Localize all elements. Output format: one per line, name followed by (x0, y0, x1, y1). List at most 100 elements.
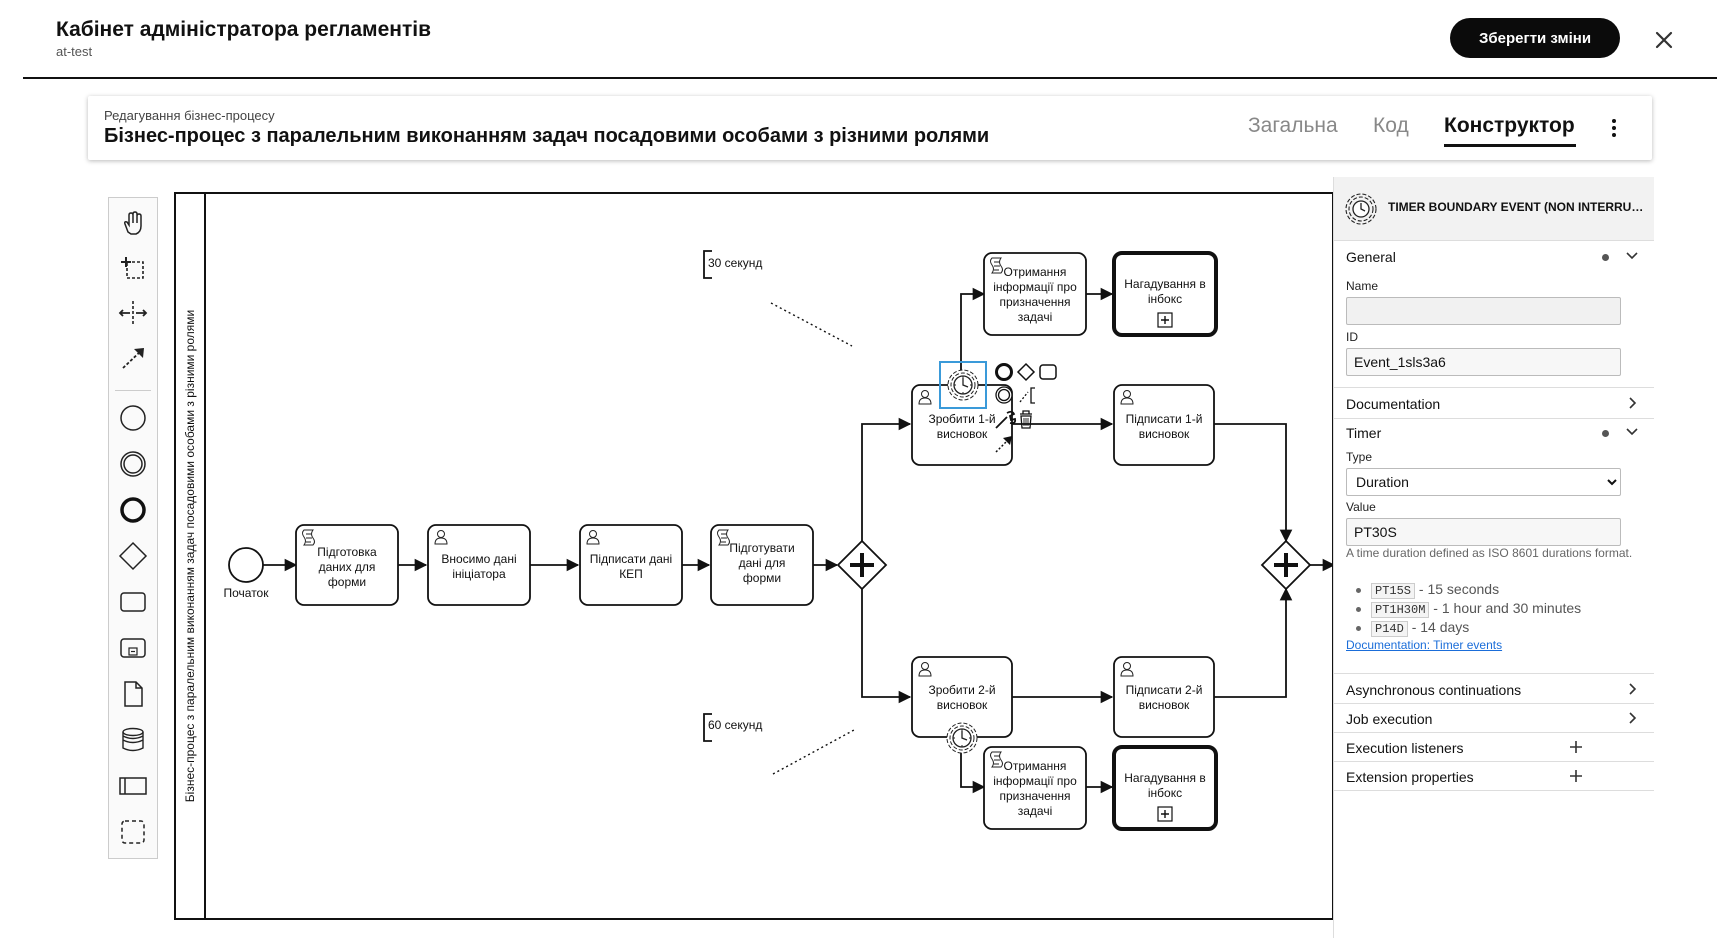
breadcrumb: Редагування бізнес-процесу (104, 108, 275, 123)
gateway-icon[interactable] (118, 541, 148, 571)
data-store-icon[interactable] (118, 725, 148, 755)
tab-general[interactable]: Загальна (1248, 114, 1338, 137)
chevron-down-icon[interactable] (1624, 248, 1640, 264)
parallel-gateway-join[interactable] (1260, 539, 1312, 591)
add-icon[interactable] (1568, 768, 1584, 784)
timer-value-label: Value (1346, 500, 1376, 514)
top-bar: Кабінет адміністратора регламентів at-te… (0, 0, 1728, 78)
timer-documentation-link[interactable]: Documentation: Timer events (1346, 638, 1503, 652)
app-title: Кабінет адміністратора регламентів (56, 18, 431, 41)
divider (1334, 703, 1654, 704)
example-item: PT1H30M - 1 hour and 30 minutes (1356, 600, 1582, 618)
example-code: P14D (1371, 621, 1408, 637)
chevron-down-icon[interactable] (1624, 424, 1640, 440)
timer-event-icon (1345, 193, 1377, 225)
delete-trash-icon[interactable] (1020, 410, 1032, 429)
task-icon[interactable] (118, 587, 148, 617)
divider (1334, 387, 1654, 388)
section-documentation-header[interactable]: Documentation (1334, 388, 1654, 418)
example-code: PT1H30M (1371, 602, 1430, 618)
section-documentation-label: Documentation (1346, 396, 1441, 412)
bpmn-canvas[interactable]: Бізнес-процес з паралельним виконанням з… (174, 192, 1334, 922)
save-changes-button[interactable]: Зберегти зміни (1450, 18, 1620, 58)
section-async-label: Asynchronous continuations (1346, 682, 1522, 698)
group-icon[interactable] (118, 817, 148, 847)
pool-label: Бізнес-процес з паралельним виконанням з… (183, 310, 197, 802)
chevron-right-icon[interactable] (1624, 395, 1640, 411)
end-event-icon[interactable] (118, 495, 148, 525)
example-code: PT15S (1371, 583, 1416, 599)
section-timer-indicator (1602, 430, 1609, 437)
palette-separator (115, 390, 151, 391)
append-end-event-icon[interactable] (995, 363, 1013, 381)
section-job-execution-header[interactable]: Job execution (1334, 703, 1654, 733)
section-general-header[interactable]: General (1334, 241, 1654, 271)
section-async-header[interactable]: Asynchronous continuations (1334, 674, 1654, 704)
tab-code[interactable]: Код (1373, 114, 1409, 137)
context-pad (995, 362, 1057, 453)
tab-constructor[interactable]: Конструктор (1444, 114, 1575, 137)
subprocess-icon[interactable] (118, 633, 148, 663)
divider (1334, 790, 1654, 791)
timer-boundary-event-1[interactable] (939, 361, 987, 409)
divider (1334, 673, 1654, 674)
section-extension-properties-header[interactable]: Extension properties (1334, 761, 1654, 791)
add-icon[interactable] (1568, 739, 1584, 755)
close-icon[interactable] (1650, 26, 1678, 54)
text-annotation-60-seconds[interactable]: 60 секунд (703, 713, 762, 742)
change-type-wrench-icon[interactable] (995, 410, 1017, 429)
append-gateway-icon[interactable] (1016, 362, 1036, 382)
sequence-flows (263, 287, 1334, 794)
divider (1334, 418, 1654, 419)
more-menu-icon[interactable] (1608, 116, 1620, 140)
section-timer-header[interactable]: Timer (1334, 417, 1654, 447)
start-event[interactable] (228, 547, 264, 583)
example-text: - 1 hour and 30 minutes (1429, 600, 1582, 616)
append-text-annotation-icon[interactable] (1019, 387, 1035, 404)
append-intermediate-event-icon[interactable] (995, 386, 1013, 404)
connect-arrow-icon[interactable] (995, 436, 1012, 453)
timer-boundary-event-2[interactable] (946, 722, 978, 754)
timer-type-select[interactable]: Duration (1346, 468, 1621, 496)
section-job-execution-label: Job execution (1346, 711, 1433, 727)
process-header-card: Редагування бізнес-процесу Бізнес-процес… (88, 96, 1652, 160)
intermediate-event-icon[interactable] (118, 449, 148, 479)
section-execution-listeners-header[interactable]: Execution listeners (1334, 732, 1654, 762)
text-annotation-30-seconds[interactable]: 30 секунд (703, 250, 762, 279)
example-item: PT15S - 15 seconds (1356, 581, 1499, 599)
global-connect-icon[interactable] (118, 343, 148, 373)
start-event-label: Початок (224, 586, 270, 600)
pool-icon[interactable] (118, 771, 148, 801)
timer-value-input[interactable] (1346, 518, 1621, 546)
page-title: Бізнес-процес з паралельним виконанням з… (104, 125, 990, 147)
element-type-title: TIMER BOUNDARY EVENT (NON INTERRUPTING) (1388, 200, 1650, 214)
data-object-icon[interactable] (118, 679, 148, 709)
chevron-right-icon[interactable] (1624, 710, 1640, 726)
id-input[interactable] (1346, 348, 1621, 376)
lasso-tool-icon[interactable] (118, 253, 148, 283)
space-tool-icon[interactable] (118, 298, 148, 328)
name-input[interactable] (1346, 297, 1621, 325)
append-task-icon[interactable] (1039, 364, 1057, 380)
chevron-right-icon[interactable] (1624, 681, 1640, 697)
parallel-gateway-split[interactable] (836, 539, 888, 591)
hand-tool-icon[interactable] (118, 208, 148, 238)
start-event-icon[interactable] (118, 403, 148, 433)
